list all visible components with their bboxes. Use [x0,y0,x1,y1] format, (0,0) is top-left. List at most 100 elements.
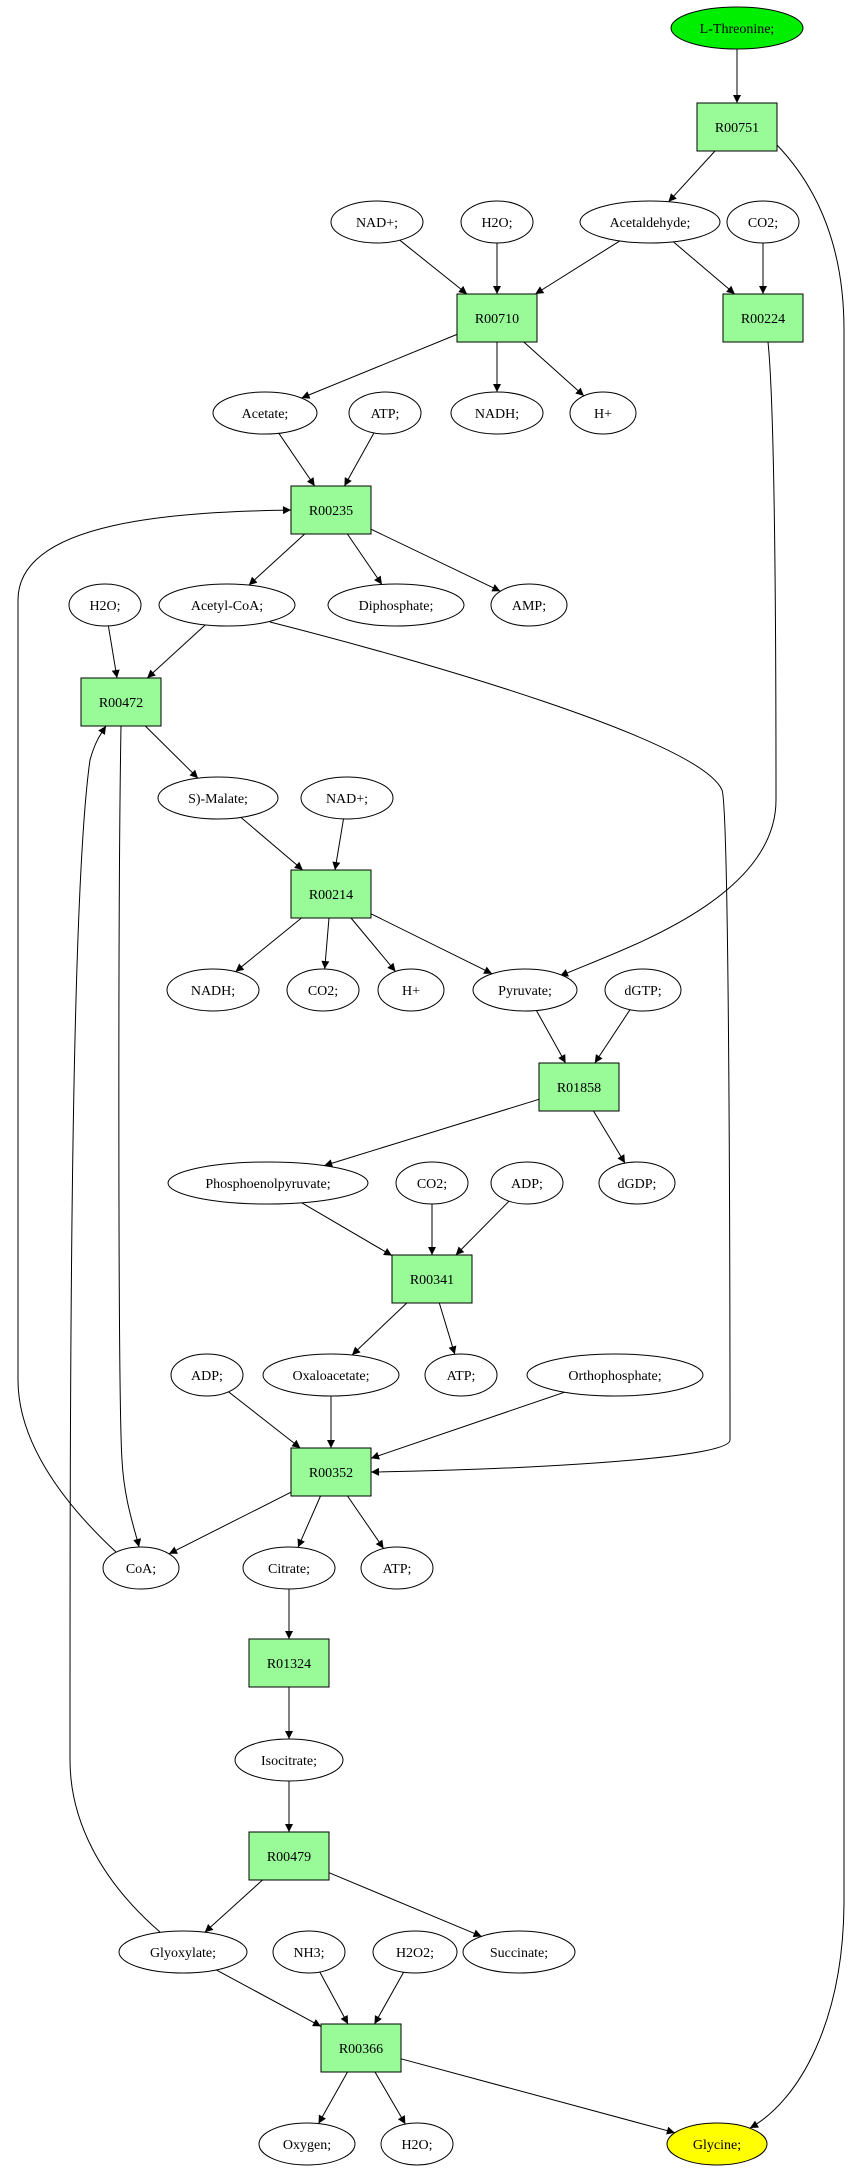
node-label: H2O; [481,216,512,231]
node-label: ATP; [383,1562,412,1577]
reaction-box [290,485,372,535]
node-label: H2O; [401,2138,432,2153]
node-label: H2O2; [396,1946,434,1961]
node-label: Acetate; [242,407,289,422]
metabolite-node-diphosphate: Diphosphate; [327,583,465,627]
node-label: H+ [402,984,420,999]
reaction-box [248,1638,330,1688]
metabolite-node-glyoxylate: Glyoxylate; [118,1930,248,1974]
edge-r00214-to-nadh-2 [235,917,302,973]
edge-r00224-to-pyruvate [559,341,777,977]
edge-adp-2-to-r00352 [228,1391,301,1449]
edge-r00366-to-glycine [400,2058,676,2135]
metabolite-node-adp-1: ADP; [490,1161,564,1205]
metabolite-ellipse [380,2122,454,2166]
metabolite-node-atp-3: ATP; [360,1546,434,1590]
edge-nad-plus-1-to-r00710 [399,239,468,295]
edge-r00751-to-glycine [749,144,845,2129]
metabolite-node-co2-1: CO2; [726,200,800,244]
metabolite-node-succinate: Succinate; [462,1930,576,1974]
node-label: R00341 [410,1273,454,1288]
edge-r00710-to-acetate [301,333,458,399]
metabolite-ellipse [158,583,296,627]
node-label: Acetaldehyde; [610,216,691,231]
edge-r00235-to-amp [370,528,501,592]
reaction-node-r00751: R00751 [696,102,778,152]
edge-r00341-to-oxaloacetate [351,1302,408,1356]
reaction-box [722,293,804,343]
metabolite-ellipse [242,1546,336,1590]
reaction-box [391,1254,473,1304]
edge-pyruvate-to-r01858 [535,1010,567,1064]
metabolite-ellipse [170,1353,244,1397]
metabolite-ellipse [670,6,804,50]
node-label: Citrate; [268,1562,310,1577]
edge-r00214-to-pyruvate [370,913,493,975]
metabolite-node-oxygen: Oxygen; [258,2122,356,2166]
node-label: CO2; [417,1177,447,1192]
node-label: R00472 [99,696,143,711]
metabolite-node-h-plus-1: H+ [569,391,637,435]
node-label: NAD+; [356,216,398,231]
edge-acetate-to-r00235 [278,432,316,487]
node-label: CO2; [748,216,778,231]
metabolite-ellipse [377,968,445,1012]
node-label: ADP; [511,1177,543,1192]
edge-r00352-to-coa [168,1491,292,1555]
reaction-box [320,2023,402,2073]
edge-r00214-to-h-plus-2 [350,917,396,972]
reaction-node-r00235: R00235 [290,485,372,535]
metabolite-node-nadh-2: NADH; [166,968,260,1012]
edge-r00710-to-h-plus-1 [523,341,585,397]
metabolite-ellipse [424,1353,498,1397]
metabolite-ellipse [490,1161,564,1205]
reaction-node-r00366: R00366 [320,2023,402,2073]
node-label: ATP; [371,407,400,422]
node-label: R00224 [741,312,785,327]
edge-r00352-to-atp-3 [347,1495,385,1549]
node-label: R00235 [309,504,353,519]
edge-nh3-to-r00366 [319,1971,349,2025]
metabolite-ellipse [598,1161,676,1205]
metabolite-ellipse [102,1546,180,1590]
node-label: CO2; [308,984,338,999]
metabolite-node-oxaloacetate: Oxaloacetate; [262,1353,400,1397]
metabolite-ellipse [167,1161,369,1205]
metabolite-node-nadh-1: NADH; [450,391,544,435]
node-label: H+ [594,407,612,422]
metabolite-ellipse [234,1738,344,1782]
node-label: H2O; [89,599,120,614]
node-label: Oxaloacetate; [293,1369,370,1384]
node-label: Phosphoenolpyruvate; [205,1177,330,1192]
metabolite-ellipse [348,391,422,435]
metabolite-node-acetyl-coa: Acetyl-CoA; [158,583,296,627]
metabolite-ellipse [372,1930,458,1974]
metabolite-ellipse [272,1930,346,1974]
edge-phosphoenolpyruvate-to-r00341 [301,1202,393,1257]
metabolite-ellipse [330,200,424,244]
reaction-box [290,1447,372,1497]
reaction-node-r00479: R00479 [248,1831,330,1881]
reaction-node-r00710: R00710 [456,293,538,343]
edge-acetaldehyde-to-r00710 [535,240,621,295]
metabolite-node-co2-2: CO2; [286,968,360,1012]
metabolite-ellipse [526,1353,704,1397]
edge-r00352-to-citrate [297,1495,321,1548]
metabolite-node-phosphoenolpyruvate: Phosphoenolpyruvate; [167,1161,369,1205]
node-label: dGDP; [618,1177,657,1192]
reaction-node-r00352: R00352 [290,1447,372,1497]
edge-atp-1-to-r00235 [343,432,375,487]
node-label: R00751 [715,121,759,136]
node-label: CoA; [126,1562,156,1577]
node-label: R01858 [557,1081,601,1096]
metabolite-ellipse [604,968,682,1012]
node-label: Glycine; [693,2138,741,2153]
metabolite-ellipse [490,583,568,627]
node-label: R00479 [267,1850,311,1865]
metabolite-ellipse [327,583,465,627]
metabolite-ellipse [157,776,279,820]
metabolite-ellipse [395,1161,469,1205]
metabolite-node-orthophosphate: Orthophosphate; [526,1353,704,1397]
metabolite-ellipse [286,968,360,1012]
metabolite-node-s-malate: S)-Malate; [157,776,279,820]
